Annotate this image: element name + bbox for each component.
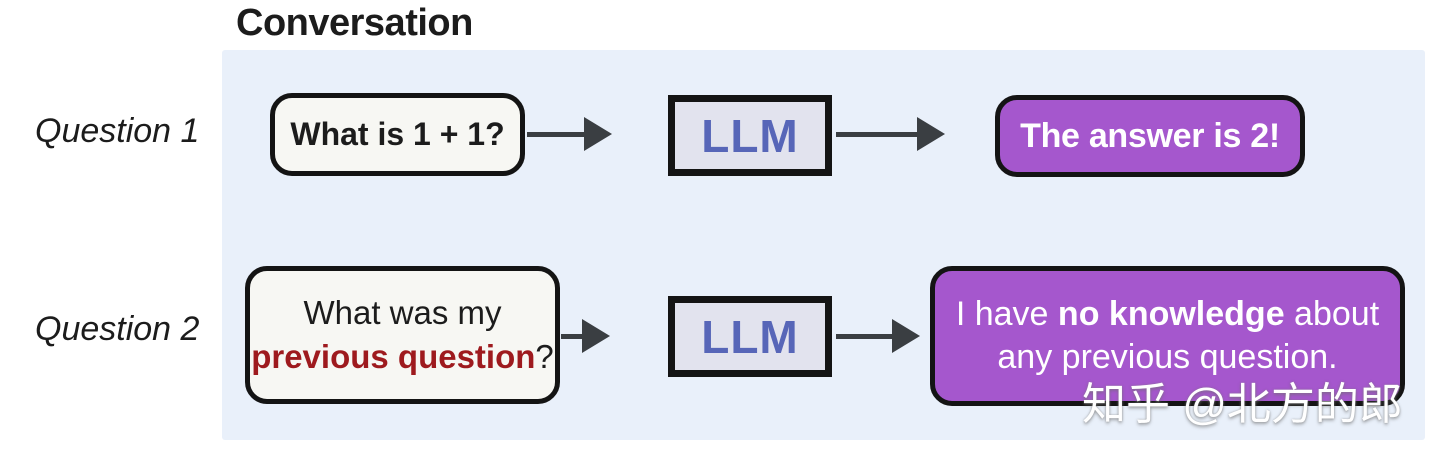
answer-2-part3: about xyxy=(1284,295,1380,333)
question-2-line1: What was my xyxy=(303,294,502,331)
answer-1-box: The answer is 2! xyxy=(995,95,1305,177)
answer-2-line2: any previous question. xyxy=(997,338,1338,376)
arrow-head xyxy=(582,319,610,353)
arrow-head xyxy=(917,117,945,151)
arrow-line xyxy=(836,333,892,339)
question-2-punctuation: ? xyxy=(535,338,554,375)
arrow-line xyxy=(561,333,582,339)
arrow-line xyxy=(836,131,917,137)
question-1-box: What is 1 + 1? xyxy=(270,93,525,176)
figure-title: Conversation xyxy=(236,2,473,44)
answer-2-box: I have no knowledge about any previous q… xyxy=(930,266,1405,406)
arrow-right-icon xyxy=(527,117,612,151)
answer-2-part1: I have xyxy=(955,295,1058,333)
llm-box-1: LLM xyxy=(668,95,832,176)
arrow-right-icon xyxy=(836,319,920,353)
arrow-head xyxy=(892,319,920,353)
arrow-right-icon xyxy=(836,117,945,151)
answer-2-line1: I have no knowledge about xyxy=(956,293,1379,336)
arrow-head xyxy=(584,117,612,151)
arrow-line xyxy=(527,131,584,137)
llm-2-label: LLM xyxy=(701,310,799,363)
answer-2-bold: no knowledge xyxy=(1057,295,1285,333)
question-1-text: What is 1 + 1? xyxy=(290,116,505,152)
question-2-line2: previous question? xyxy=(251,335,554,379)
answer-1-text: The answer is 2! xyxy=(1020,116,1280,155)
llm-1-label: LLM xyxy=(701,109,799,162)
question-2-box: What was my previous question? xyxy=(245,266,560,404)
question-2-label: Question 2 xyxy=(35,310,200,348)
watermark: 知乎 @北方的郎 xyxy=(1082,380,1403,429)
question-2-highlight: previous question xyxy=(251,338,536,375)
arrow-right-icon xyxy=(561,319,610,353)
llm-box-2: LLM xyxy=(668,296,832,377)
question-1-label: Question 1 xyxy=(35,112,200,150)
